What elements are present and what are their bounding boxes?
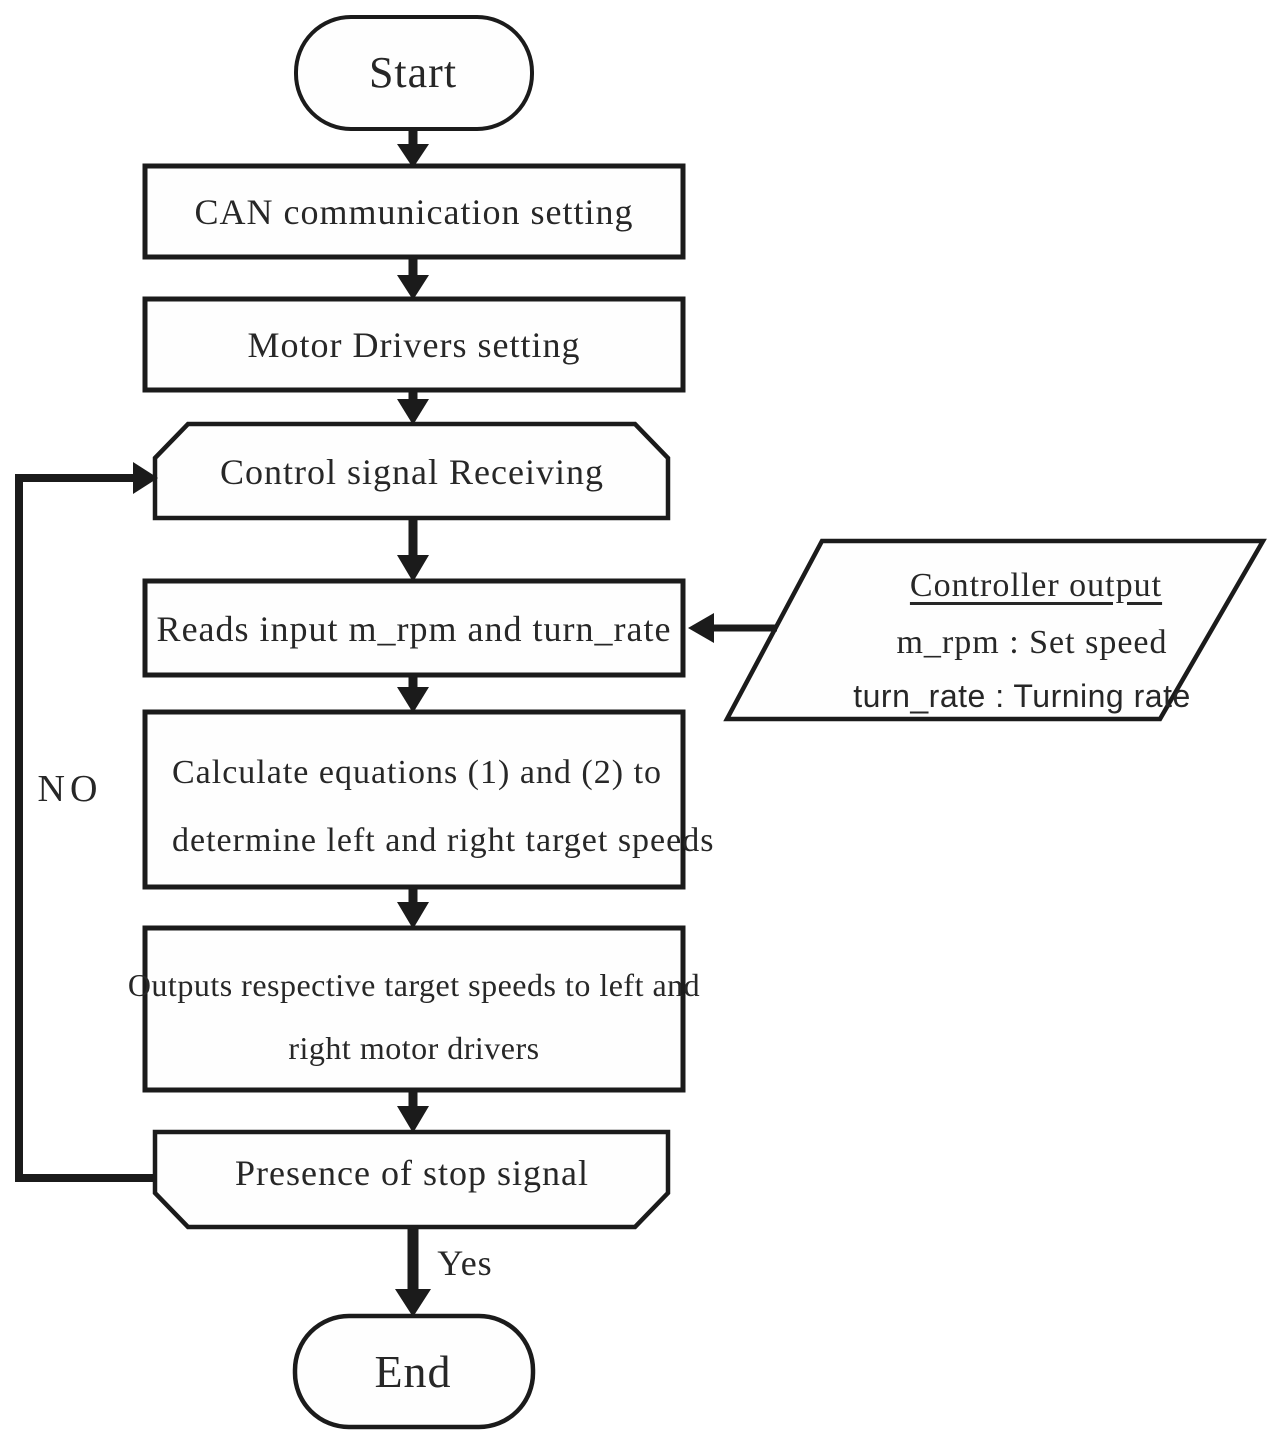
stop-signal-shape (152, 1129, 671, 1230)
arrow-reads-to-calculate (397, 673, 429, 713)
calculate-label-line1: Calculate equations (1) and (2) to (172, 754, 663, 791)
arrow-stop-to-end-yes (395, 1225, 431, 1317)
arrow-annotation-to-reads (688, 613, 777, 643)
can-communication-box (142, 163, 686, 260)
motor-drivers-label: Motor Drivers setting (247, 325, 581, 365)
stop-signal-label: Presence of stop signal (235, 1153, 589, 1193)
arrow-can-to-motor (397, 255, 429, 300)
controller-output-line1: m_rpm : Set speed (896, 624, 1168, 661)
calculate-box (142, 709, 686, 890)
controller-output-title: Controller output (909, 567, 1163, 604)
arrow-motor-to-control (397, 388, 429, 425)
arrow-calculate-to-outputs (397, 885, 429, 929)
reads-input-label: Reads input m_rpm and turn_rate (156, 609, 672, 649)
yes-edge-label: Yes (437, 1243, 493, 1283)
calculate-label-line2: determine left and right target speeds (172, 822, 715, 859)
reads-input-box (142, 578, 686, 678)
start-label: Start (368, 48, 458, 97)
end-terminator-shape (292, 1313, 536, 1430)
control-signal-shape (152, 421, 671, 521)
motor-drivers-box (142, 296, 686, 393)
outputs-label-line2: right motor drivers (288, 1030, 540, 1066)
arrow-outputs-to-stop (397, 1088, 429, 1133)
arrow-control-to-reads (397, 517, 429, 582)
control-signal-label: Control signal Receiving (220, 452, 604, 492)
no-edge-label: NO (37, 768, 103, 810)
arrow-start-to-can (397, 127, 429, 168)
no-feedback-loop (15, 462, 158, 1182)
can-communication-label: CAN communication setting (194, 192, 634, 232)
controller-output-line2: turn_rate : Turning rate (853, 678, 1191, 714)
outputs-label-line1: Outputs respective target speeds to left… (127, 967, 701, 1003)
end-label: End (374, 1346, 452, 1397)
controller-output-parallelogram (723, 538, 1267, 722)
